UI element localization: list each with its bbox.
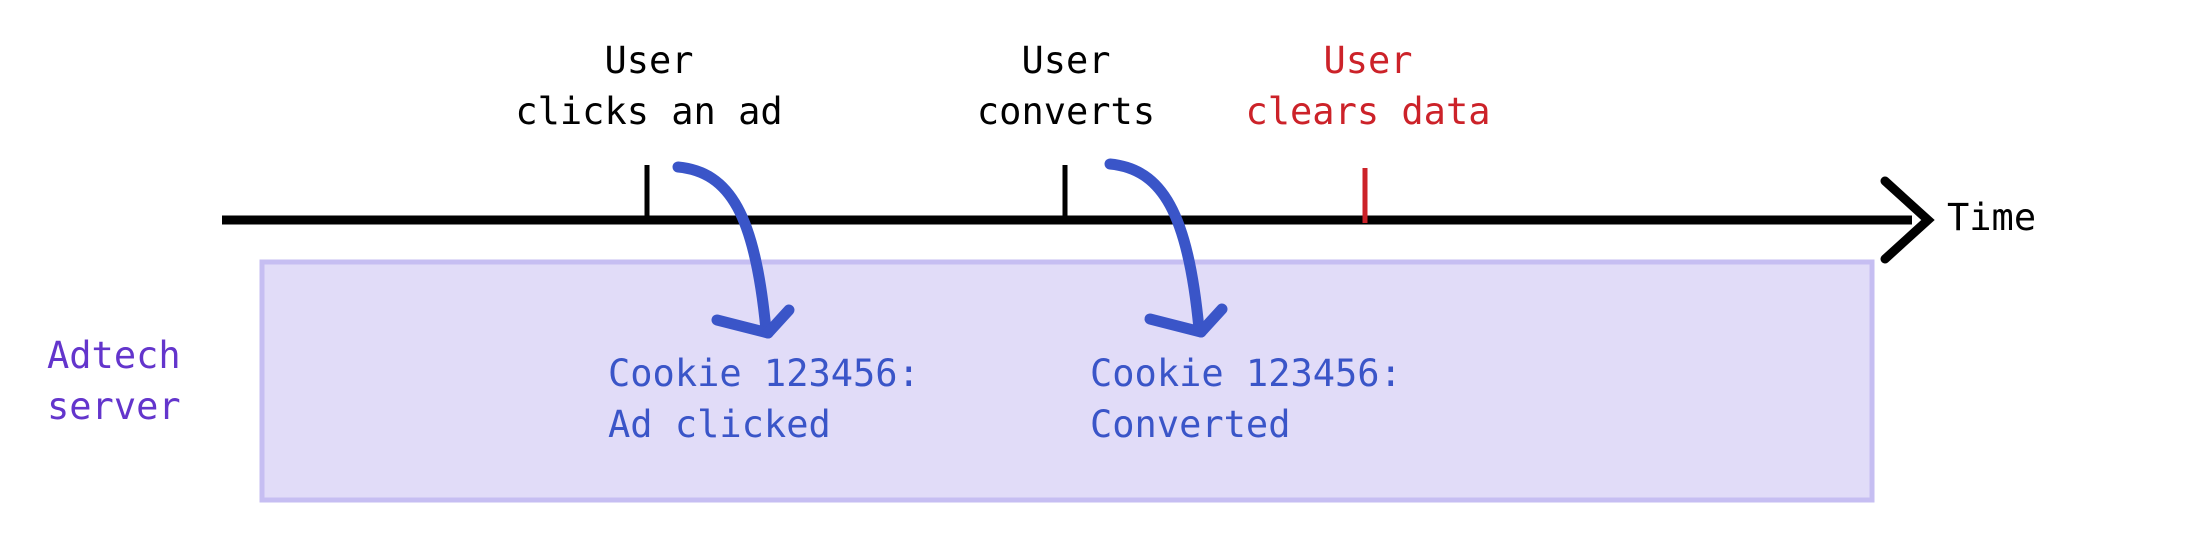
adtech-server-label-line-1: Adtech: [47, 334, 181, 377]
adtech-server-panel: [259, 259, 1875, 503]
event-label-line-1: User: [1323, 39, 1413, 82]
event-label-line-1: User: [1021, 39, 1111, 82]
connector-conversion-arrow: [1104, 158, 1228, 338]
event-label-line-2: converts: [976, 90, 1156, 133]
connector-ad-click-arrow: [672, 161, 795, 339]
log-entry-line-1: Cookie 123456:: [608, 352, 920, 395]
event-label-line-2: clicks an ad: [515, 90, 783, 133]
adtech-server-label-line-2: server: [47, 385, 181, 428]
log-entry-line-1: Cookie 123456:: [1090, 352, 1402, 395]
event-label-ad-click: User clicks an ad: [349, 35, 949, 137]
event-label-clear-data: User clears data: [1118, 35, 1618, 137]
event-label-line-1: User: [604, 39, 694, 82]
event-label-line-2: clears data: [1245, 90, 1491, 133]
adtech-server-label: Adtech server: [47, 330, 181, 432]
event-label-conversion: User converts: [816, 35, 1316, 137]
timeline-arrowhead-icon: [1880, 176, 1935, 264]
log-entry-line-2: Converted: [1090, 403, 1291, 446]
log-entry-line-2: Ad clicked: [608, 403, 831, 446]
log-entry-converted: Cookie 123456: Converted: [1090, 348, 1402, 450]
timeline-axis-label: Time: [1947, 196, 2037, 239]
log-entry-ad-clicked: Cookie 123456: Ad clicked: [608, 348, 920, 450]
